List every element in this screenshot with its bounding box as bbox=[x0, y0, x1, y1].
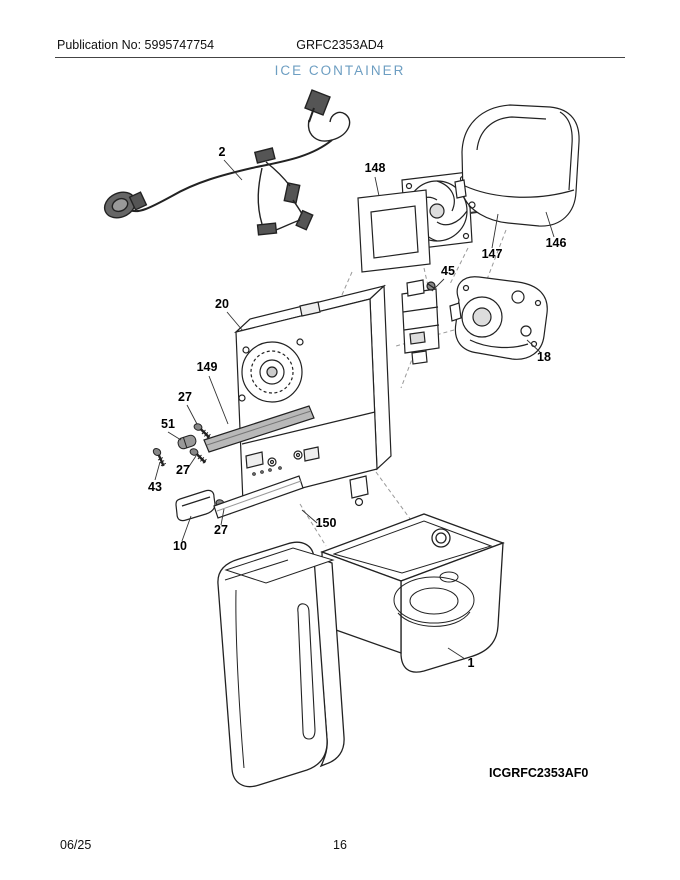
callout-20: 20 bbox=[215, 297, 229, 311]
part-1-ice-bucket bbox=[217, 513, 505, 788]
part-148-gasket bbox=[357, 189, 431, 273]
header-divider bbox=[55, 57, 625, 58]
footer-page-number: 16 bbox=[333, 838, 347, 852]
callout-146: 146 bbox=[546, 236, 567, 250]
diagram-code: ICGRFC2353AF0 bbox=[489, 766, 588, 780]
callout-148: 148 bbox=[365, 161, 386, 175]
callout-147: 147 bbox=[482, 247, 503, 261]
section-title: ICE CONTAINER bbox=[274, 63, 406, 78]
callout-1: 1 bbox=[468, 656, 475, 670]
callout-27-b: 27 bbox=[176, 463, 190, 477]
footer-date: 06/25 bbox=[60, 838, 92, 852]
callout-leader-lines bbox=[154, 159, 555, 660]
callout-27-a: 27 bbox=[178, 390, 192, 404]
part-150-bar bbox=[213, 475, 304, 519]
part-10-cover bbox=[175, 489, 216, 522]
callout-10: 10 bbox=[173, 539, 187, 553]
part-51-spacer bbox=[177, 434, 197, 450]
part-18-motor bbox=[449, 276, 548, 360]
model-number: GRFC2353AD4 bbox=[296, 38, 384, 52]
part-2-wire-harness bbox=[103, 89, 351, 236]
publication-number: Publication No: 5995747754 bbox=[57, 38, 215, 52]
callout-18: 18 bbox=[537, 350, 551, 364]
callout-43: 43 bbox=[148, 480, 162, 494]
part-146-duct bbox=[454, 104, 580, 227]
part-149-bar bbox=[203, 405, 315, 453]
part-27-screw bbox=[190, 421, 214, 441]
part-27-screw bbox=[186, 446, 210, 466]
part-20-housing bbox=[233, 284, 392, 507]
part-45-solenoid bbox=[401, 279, 440, 365]
callout-150: 150 bbox=[316, 516, 337, 530]
callout-2: 2 bbox=[219, 145, 226, 159]
callout-51: 51 bbox=[161, 417, 175, 431]
callout-45: 45 bbox=[441, 264, 455, 278]
callout-27-c: 27 bbox=[214, 523, 228, 537]
callout-149: 149 bbox=[197, 360, 218, 374]
